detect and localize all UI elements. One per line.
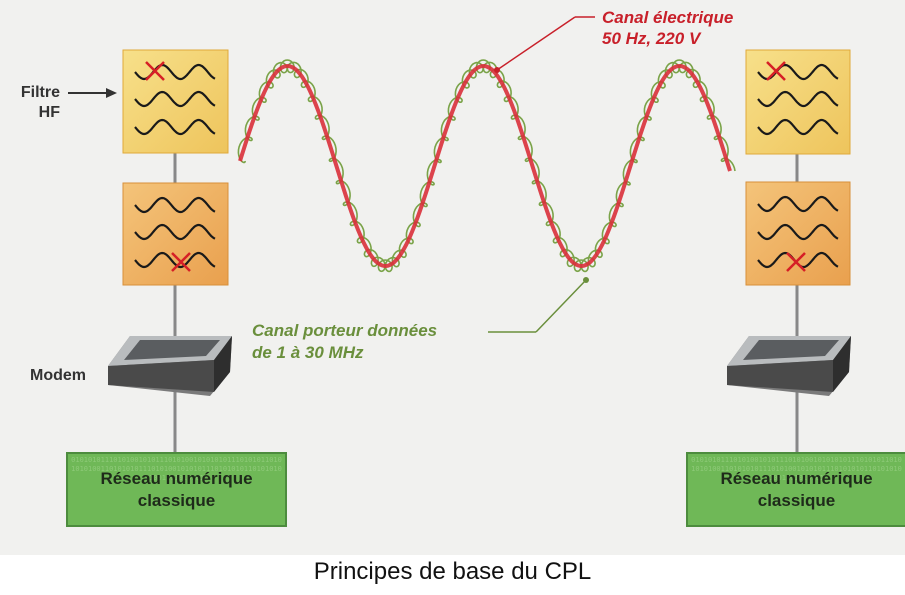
left-network-label: Réseau numérique classique xyxy=(100,468,252,512)
left-network-box: 0101010111010100101011101010010101010111… xyxy=(66,452,287,527)
left-modem-icon xyxy=(108,336,232,396)
diagram-graphics xyxy=(68,16,851,455)
electric-channel-label: Canal électrique 50 Hz, 220 V xyxy=(602,7,733,49)
electric-leader-line xyxy=(494,16,595,73)
modem-label: Modem xyxy=(30,367,86,384)
data-channel-label: Canal porteur données de 1 à 30 MHz xyxy=(252,320,480,364)
right-network-line2: classique xyxy=(757,490,836,510)
cross-icon xyxy=(786,252,806,272)
cross-icon xyxy=(145,61,165,81)
electric-wave xyxy=(238,63,732,269)
sine-wave-icon xyxy=(757,195,839,213)
data-carrier-wave xyxy=(237,59,736,273)
data-channel-line1: Canal porteur données xyxy=(252,321,438,340)
binary-texture: 0101010111010100101011101010010101010111… xyxy=(71,456,282,482)
filter-arrow-icon xyxy=(68,88,117,98)
filter-label-line2: HF xyxy=(38,104,60,121)
left-top-filter xyxy=(122,49,229,154)
sine-wave-icon xyxy=(134,251,216,269)
data-channel-line2: de 1 à 30 MHz xyxy=(252,343,364,362)
sine-wave-icon xyxy=(134,118,216,136)
right-bottom-filter xyxy=(745,181,851,286)
sine-wave-icon xyxy=(757,118,839,136)
cross-icon xyxy=(171,252,191,272)
right-modem-icon xyxy=(727,336,851,396)
left-network-line1: Réseau numérique xyxy=(100,468,253,488)
right-network-line1: Réseau numérique xyxy=(720,468,873,488)
sine-wave-icon xyxy=(134,223,216,241)
sine-wave-icon xyxy=(134,196,216,214)
sine-wave-icon xyxy=(757,90,839,108)
electric-channel-line2: 50 Hz, 220 V xyxy=(602,29,701,48)
electric-channel-line1: Canal électrique xyxy=(602,8,734,27)
filter-label: Filtre HF xyxy=(10,83,60,123)
diagram-caption: Principes de base du CPL xyxy=(313,558,592,585)
right-top-filter xyxy=(745,49,851,155)
binary-texture: 0101010111010100101011101010010101010111… xyxy=(691,456,902,482)
data-leader-line xyxy=(488,277,589,333)
right-network-label: Réseau numérique classique xyxy=(720,468,872,512)
sine-wave-icon xyxy=(134,90,216,108)
filter-label-line1: Filtre xyxy=(20,84,60,101)
cross-icon xyxy=(766,61,786,81)
left-bottom-filter xyxy=(122,182,229,286)
sine-wave-icon xyxy=(757,223,839,241)
right-network-box: 0101010111010100101011101010010101010111… xyxy=(686,452,905,527)
left-network-line2: classique xyxy=(137,490,216,510)
